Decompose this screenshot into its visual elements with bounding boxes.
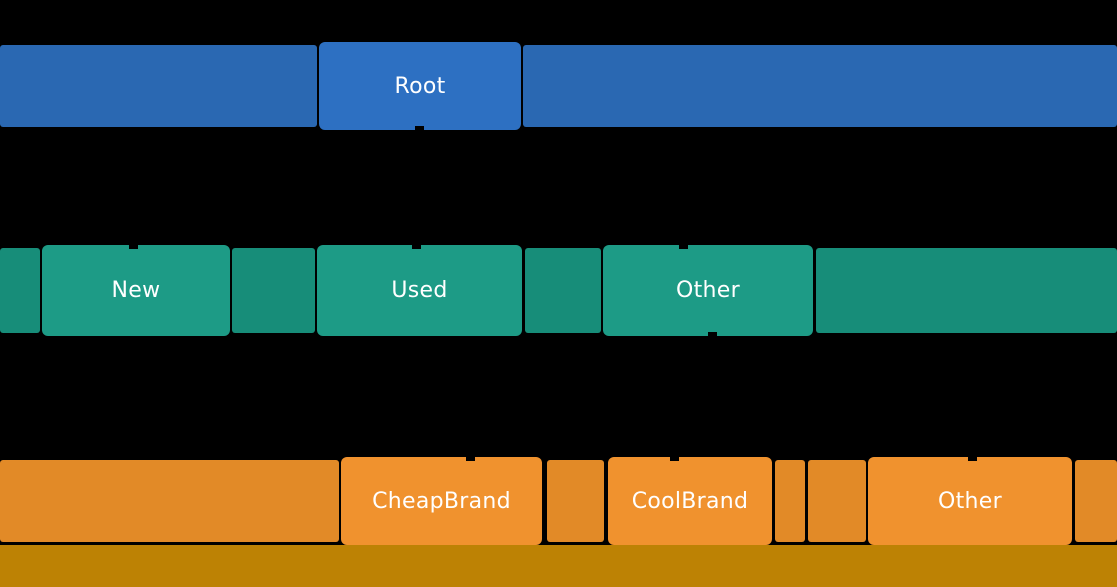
tree-node-other[interactable]: Other [603, 245, 813, 336]
level-condition-band-segment [232, 248, 315, 333]
link-notch-top-other [679, 245, 688, 249]
tree-node-other-label: Other [676, 278, 740, 303]
tree-node-root-label: Root [394, 73, 446, 99]
level-brand-band-segment [775, 460, 805, 542]
level-root-band-segment [0, 45, 317, 127]
tree-node-used[interactable]: Used [317, 245, 522, 336]
level-root-band-segment [523, 45, 1117, 127]
tree-node-other-2[interactable]: Other [868, 457, 1072, 545]
leaf-level-strip [0, 545, 1117, 587]
tree-node-new-label: New [111, 278, 161, 303]
link-notch-top-new [129, 245, 138, 249]
link-notch-bottom-other [708, 332, 717, 336]
tree-node-new[interactable]: New [42, 245, 230, 336]
tree-node-root[interactable]: Root [319, 42, 521, 130]
level-brand-band-segment [547, 460, 604, 542]
tree-node-coolbrand[interactable]: CoolBrand [608, 457, 772, 545]
link-notch-top-cheapbrand [466, 457, 475, 461]
level-brand-band-segment [1075, 460, 1117, 542]
level-condition-band-segment [525, 248, 601, 333]
level-brand-band-segment [808, 460, 866, 542]
tree-node-other-2-label: Other [938, 488, 1002, 514]
level-condition-band-segment [0, 248, 40, 333]
level-brand-band-segment [0, 460, 339, 542]
link-notch-top-used [412, 245, 421, 249]
link-notch-top-coolbrand [670, 457, 679, 461]
level-condition-band-segment [816, 248, 1117, 333]
tree-node-cheapbrand[interactable]: CheapBrand [341, 457, 542, 545]
tree-node-used-label: Used [391, 278, 448, 303]
link-notch-bottom-root [415, 126, 424, 130]
link-notch-top-other [968, 457, 977, 461]
tree-node-cheapbrand-label: CheapBrand [372, 488, 511, 514]
tree-node-coolbrand-label: CoolBrand [631, 488, 749, 514]
